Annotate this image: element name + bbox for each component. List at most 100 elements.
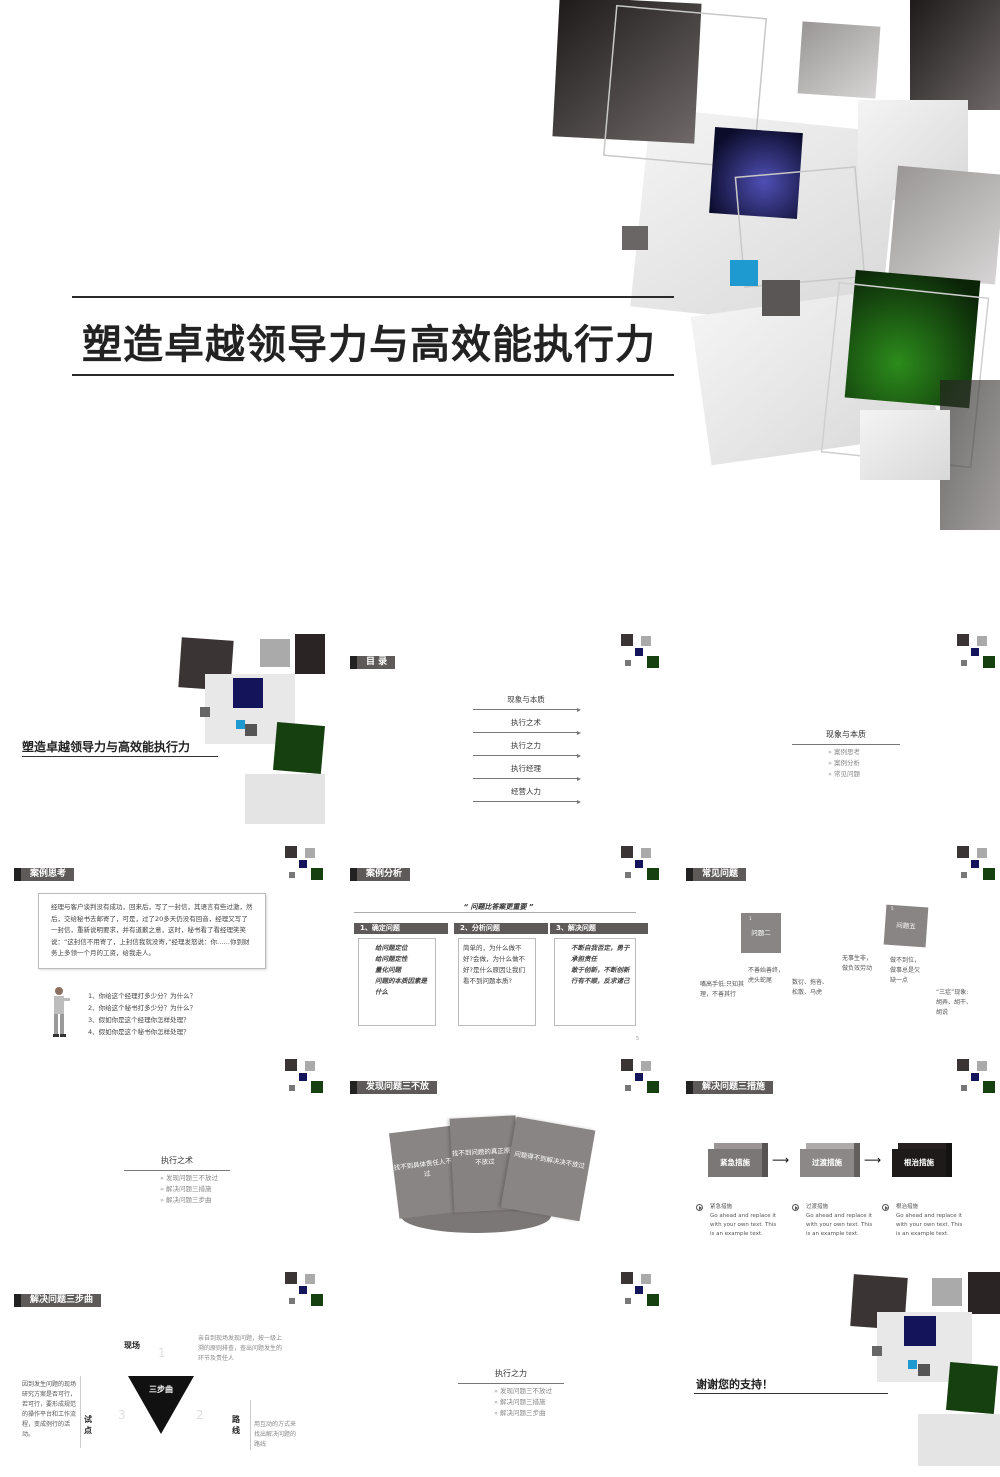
card-text: 问题得不到解决决不放过 xyxy=(513,1149,586,1171)
slide-4-case[interactable]: 案例思考 经理与客户谈判没有成功，回来后，写了一封信，其语言有些过激，然后，交给… xyxy=(0,846,325,1044)
measure-cube: 紧急措施 xyxy=(708,1149,762,1177)
column-item: 行有不顺，反求诸己 xyxy=(571,977,630,985)
slide-tag: 目 录 xyxy=(350,656,396,669)
step-desc: Go ahead and replace it with your own te… xyxy=(896,1213,963,1237)
column-box: 简单的，为什么做不好?会做，为什么做不好?是什么原因让我们看不到问题本质? xyxy=(458,938,536,1026)
headline-rule xyxy=(354,912,636,913)
section-heading: 执行之术 xyxy=(124,1155,230,1171)
slide-title: 塑造卓越领导力与高效能执行力 xyxy=(22,740,191,754)
column-item: 给问题定位 xyxy=(375,944,408,952)
section-list: 发现问题三不放过 解决问题三措施 解决问题三步曲 xyxy=(160,1173,218,1206)
slide-tag: 发现问题三不放 xyxy=(350,1081,438,1094)
question-item: 1、你给这个经理打多少分？为什么？ xyxy=(88,992,197,1000)
slide-2-toc[interactable]: 目 录 现象与本质 执行之术 执行之力 执行经理 经营人力 xyxy=(336,634,661,832)
card-label: 问题二 xyxy=(751,929,771,937)
title-bottom-rule xyxy=(72,374,674,376)
hero-decoration xyxy=(552,0,1000,530)
section-list: 发现问题三不放过 解决问题三措施 解决问题三步曲 xyxy=(494,1386,552,1419)
slide-decoration xyxy=(621,1059,659,1093)
slide-tag: 解决问题三步曲 xyxy=(14,1294,102,1307)
column-item: 问题的本质因素是什么 xyxy=(375,977,427,996)
section-item[interactable]: 解决问题三措施 xyxy=(494,1397,552,1408)
slide-decoration xyxy=(621,846,659,880)
page-number: 5 xyxy=(636,1036,640,1042)
problem-text: 数衍、拖沓、松散、马虎 xyxy=(792,979,829,996)
slide-8-three-nots[interactable]: 发现问题三不放 找不到具体责任人不放过 找不到问题的真正原因不放过 问题得不到解… xyxy=(336,1059,661,1257)
toc-item[interactable]: 经营人力 xyxy=(473,786,581,804)
card-number: 5 xyxy=(891,906,894,911)
slide-decoration xyxy=(957,846,995,880)
slide-5-analysis[interactable]: 案例分析 “ 问题比答案更重要 ” 1、确定问题 给问题定位 给问题定性 量化问… xyxy=(336,846,661,1044)
card: 问题得不到解决决不放过 xyxy=(500,1116,596,1222)
step-desc: Go ahead and replace it with your own te… xyxy=(710,1213,777,1237)
slide-11-section[interactable]: 执行之力 发现问题三不放过 解决问题三措施 解决问题三步曲 xyxy=(336,1272,661,1470)
step-desc: Go ahead and replace it with your own te… xyxy=(806,1213,873,1237)
problem-card: 问题二 xyxy=(741,913,781,953)
slide-decoration xyxy=(957,1059,995,1093)
step-label: 试点 xyxy=(84,1415,92,1435)
slide-decoration xyxy=(850,1272,1000,1466)
center-label: 三步曲 xyxy=(149,1385,173,1394)
headline: “ 问题比答案更重要 ” xyxy=(463,903,534,911)
column-item: 量化问题 xyxy=(375,966,401,974)
problem-text: 不善始善终，虎头蛇尾 xyxy=(748,967,785,984)
toc-item[interactable]: 执行经理 xyxy=(473,763,581,781)
slide-6-problems[interactable]: 常见问题 问题二 1 问题五 5 嘴高手低:只知其理，不善其行 不善始善终，虎头… xyxy=(672,846,997,1044)
section-item[interactable]: 解决问题三措施 xyxy=(160,1184,218,1195)
play-icon xyxy=(696,1204,703,1211)
title-rule xyxy=(694,1393,888,1394)
column-item: 不断自我否定，勇于承担责任 xyxy=(571,944,630,963)
slide-3-section[interactable]: 现象与本质 案例思考 案例分析 常见问题 xyxy=(672,634,997,832)
section-item[interactable]: 解决问题三步曲 xyxy=(160,1195,218,1206)
slide-tag: 案例分析 xyxy=(350,868,411,881)
column-head: 2、分析问题 xyxy=(454,923,548,934)
section-item[interactable]: 常见问题 xyxy=(828,769,860,780)
slide-decoration xyxy=(178,634,325,824)
step-number: 1 xyxy=(158,1346,166,1360)
toc-item[interactable]: 现象与本质 xyxy=(473,694,581,712)
toc-item[interactable]: 执行之术 xyxy=(473,717,581,735)
slide-tag: 案例思考 xyxy=(14,868,75,881)
question-list: 1、你给这个经理打多少分？为什么？ 2、你给这个秘书打多少分？为什么？ 3、假如… xyxy=(88,990,196,1038)
column-item: 敢于创新，不断创新 xyxy=(571,966,630,974)
slide-12-thanks[interactable]: 谢谢您的支持！ xyxy=(672,1272,1000,1470)
section-item[interactable]: 发现问题三不放过 xyxy=(160,1173,218,1184)
slide-7-section[interactable]: 执行之术 发现问题三不放过 解决问题三措施 解决问题三步曲 xyxy=(0,1059,325,1257)
step-number: 3 xyxy=(118,1408,126,1422)
slide-decoration xyxy=(285,1272,323,1306)
section-item[interactable]: 案例分析 xyxy=(828,758,860,769)
toc-item[interactable]: 执行之力 xyxy=(473,740,581,758)
problem-text: 嘴高手低:只知其理，不善其行 xyxy=(700,981,745,998)
slide-10-three-steps[interactable]: 解决问题三步曲 三步曲 现场 试点 路线 1 2 3 亲自到现场发现问题，按一级… xyxy=(0,1272,325,1470)
step-label: 路线 xyxy=(232,1415,240,1435)
case-story: 经理与客户谈判没有成功，回来后，写了一封信，其语言有些过激，然后，交给秘书去邮寄… xyxy=(38,893,266,969)
section-item[interactable]: 案例思考 xyxy=(828,747,860,758)
card-number: 1 xyxy=(749,916,752,921)
thanks-title: 谢谢您的支持！ xyxy=(696,1378,773,1391)
column-item: 给问题定性 xyxy=(375,955,408,963)
question-item: 4、假如你是这个秘书你怎样处理？ xyxy=(88,1028,190,1036)
slide-decoration xyxy=(285,1059,323,1093)
column-head: 3、解决问题 xyxy=(550,923,648,934)
slide-1-title[interactable]: 塑造卓越领导力与高效能执行力 xyxy=(0,634,325,832)
section-item[interactable]: 解决问题三步曲 xyxy=(494,1408,552,1419)
step-title: 过渡措施 xyxy=(806,1204,829,1210)
measure-cube: 根治措施 xyxy=(892,1149,946,1177)
step-number: 2 xyxy=(196,1408,204,1422)
slide-tag: 解决问题三措施 xyxy=(686,1081,774,1094)
section-list: 案例思考 案例分析 常见问题 xyxy=(828,747,860,780)
arrow-right-icon: ⟶ xyxy=(772,1153,790,1167)
problem-card: 问题五 xyxy=(883,904,929,948)
section-heading: 现象与本质 xyxy=(792,729,900,745)
section-item[interactable]: 发现问题三不放过 xyxy=(494,1386,552,1397)
slide-tag: 常见问题 xyxy=(686,868,747,881)
card-text: 找不到具体责任人不放过 xyxy=(393,1156,459,1179)
problem-text: “三症”现象:胡弄、胡干、胡说 xyxy=(936,989,973,1016)
businessman-figure-icon xyxy=(53,987,70,1037)
section-heading: 执行之力 xyxy=(458,1368,564,1384)
arrow-right-icon: ⟶ xyxy=(864,1153,882,1167)
title-top-rule xyxy=(72,296,674,298)
measure-cube: 过渡措施 xyxy=(800,1149,854,1177)
